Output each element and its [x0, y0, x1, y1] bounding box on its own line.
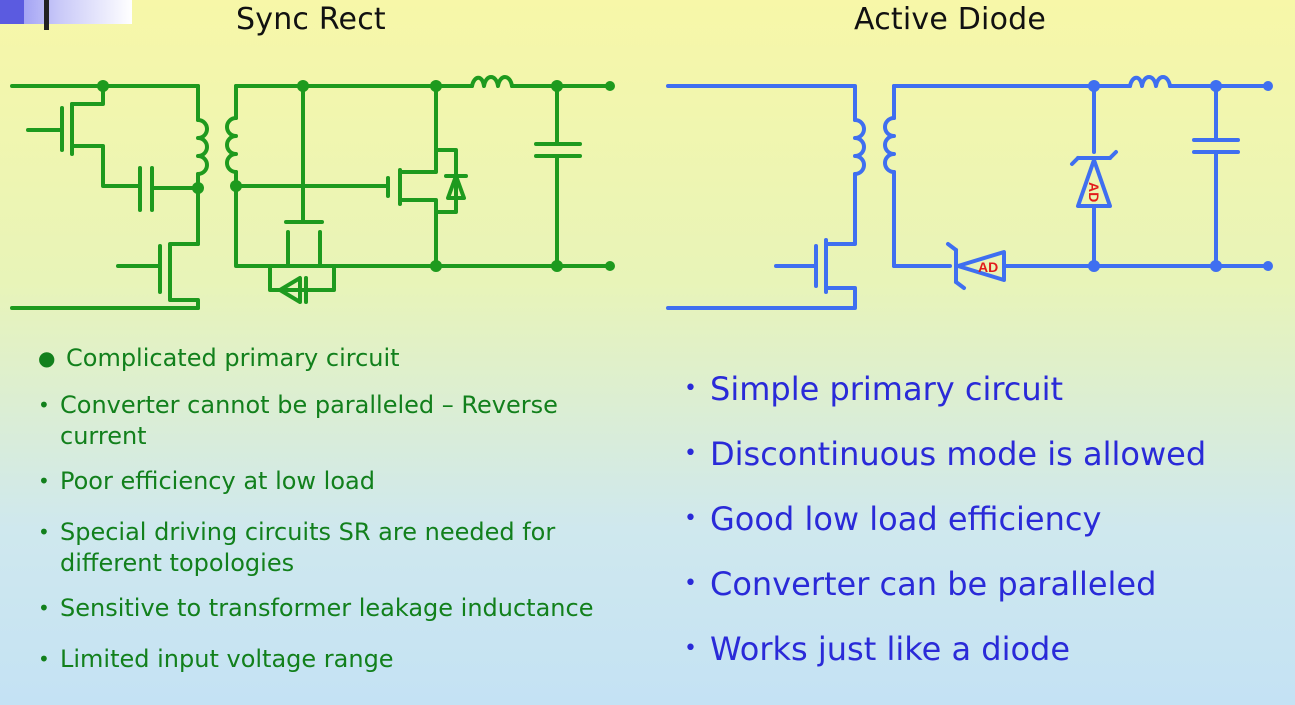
logo-square [0, 0, 24, 24]
list-item: •Limited input voltage range [38, 645, 394, 673]
sync-rect-title: Sync Rect [236, 2, 386, 37]
active-diode-title: Active Diode [854, 2, 1047, 37]
sync-rect-nodes [97, 80, 615, 272]
bullet-icon: • [38, 469, 50, 493]
ad-label-vertical: AD [1086, 182, 1102, 202]
sync-rect-bullets: ●Complicated primary circuit •Converter … [38, 343, 638, 695]
list-item: •Sensitive to transformer leakage induct… [38, 594, 594, 622]
active-diode-nodes [1088, 80, 1273, 272]
list-item: ●Complicated primary circuit [38, 344, 400, 372]
bullet-icon: • [684, 376, 697, 401]
logo-bar [44, 0, 49, 30]
ad-label-horizontal: AD [978, 259, 998, 275]
bullet-icon: • [38, 393, 50, 417]
bullet-icon: • [684, 441, 697, 466]
circuit-diagrams: AD AD [10, 75, 1273, 310]
list-item: •Good low load efficiency [684, 500, 1102, 538]
corner-logo [0, 0, 132, 30]
list-item: •Works just like a diode [684, 630, 1071, 668]
bullet-icon: ● [38, 346, 56, 370]
bullet-icon: • [684, 571, 697, 596]
bullet-icon: • [38, 647, 50, 671]
list-item: •Special driving circuits SR are needed … [38, 518, 556, 577]
list-item: •Simple primary circuit [684, 370, 1064, 408]
list-item: •Discontinuous mode is allowed [684, 435, 1207, 473]
bullet-icon: • [684, 636, 697, 661]
bullet-icon: • [684, 506, 697, 531]
active-diode-schematic [666, 75, 1270, 310]
list-item: •Converter cannot be paralleled – Revers… [38, 391, 558, 450]
bullet-icon: • [38, 596, 50, 620]
list-item: •Poor efficiency at low load [38, 467, 375, 495]
sync-rect-schematic [10, 75, 612, 310]
active-diode-bullets: •Simple primary circuit •Discontinuous m… [684, 369, 1284, 694]
list-item: •Converter can be paralleled [684, 565, 1157, 603]
bullet-icon: • [38, 520, 50, 544]
